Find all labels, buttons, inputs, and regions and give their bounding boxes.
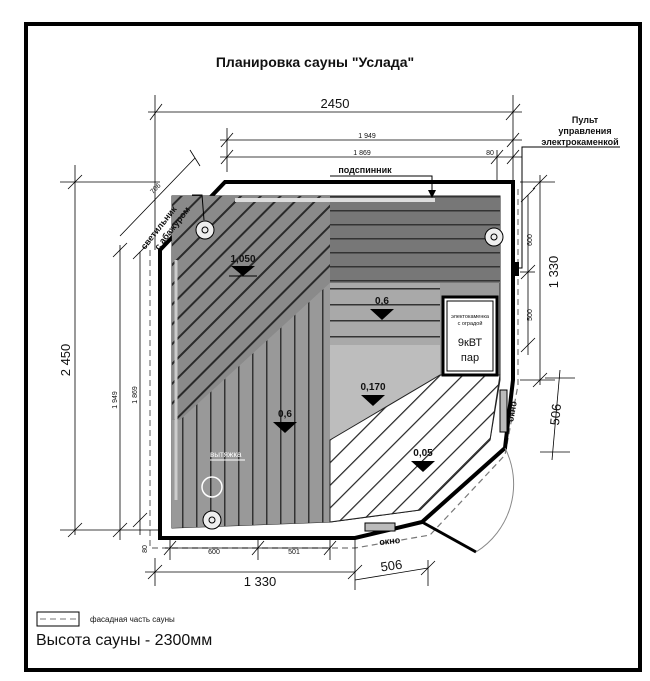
lower-platform bbox=[329, 374, 501, 523]
exhaust-label: вытяжка bbox=[210, 450, 242, 459]
middle-step bbox=[330, 345, 440, 440]
legend-facade-label: фасадная часть сауны bbox=[90, 615, 175, 624]
dim-bottom-80: 80 bbox=[142, 545, 149, 553]
frame-border bbox=[24, 22, 642, 672]
dim-top-inner2: 1 869 bbox=[353, 150, 371, 157]
door bbox=[421, 520, 477, 554]
floor-vertical bbox=[172, 283, 330, 528]
dim-left-inner2: 1 869 bbox=[132, 386, 139, 404]
svg-text:1,050: 1,050 bbox=[230, 254, 255, 265]
heater-caption-1: электокаменка bbox=[451, 314, 490, 320]
lamp-icon bbox=[195, 220, 215, 240]
heater-type: пар bbox=[461, 352, 479, 364]
dim-right-500: 500 bbox=[527, 309, 534, 321]
height-note: Высота сауны - 2300мм bbox=[36, 632, 212, 649]
dim-bottom-501: 501 bbox=[288, 549, 300, 556]
dim-right-600: 600 bbox=[527, 234, 534, 246]
heater-power: 9кВТ bbox=[458, 337, 483, 349]
heater-caption-2: с оградой bbox=[458, 320, 483, 327]
level-mark: 0,170 bbox=[360, 382, 386, 406]
window-right-label: окно bbox=[505, 400, 519, 423]
svg-text:0,170: 0,170 bbox=[360, 382, 385, 393]
level-mark: 0,6 bbox=[370, 296, 394, 320]
window-bottom bbox=[364, 522, 396, 532]
control-panel-label-1: Пульт bbox=[572, 115, 599, 125]
window-bottom-label: окно bbox=[379, 535, 401, 547]
control-panel-label-3: электрокаменкой bbox=[541, 137, 618, 147]
dim-left-total: 2 450 bbox=[58, 344, 73, 377]
level-mark: 1,050 bbox=[229, 254, 257, 277]
dim-bottom-total: 1 330 bbox=[244, 574, 277, 589]
exhaust-icon bbox=[201, 476, 223, 498]
page-title: Планировка сауны "Услада" bbox=[216, 54, 414, 70]
lamp-icon bbox=[484, 227, 504, 247]
backrest-label: подспинник bbox=[338, 165, 392, 175]
level-mark: 0,05 bbox=[411, 448, 435, 472]
window-right bbox=[499, 389, 508, 433]
dim-bottom-600: 600 bbox=[208, 549, 220, 556]
door-swing bbox=[475, 447, 515, 553]
dim-top-inner: 1 949 bbox=[358, 133, 376, 140]
dim-top-gap: 80 bbox=[486, 150, 494, 157]
svg-text:0,6: 0,6 bbox=[278, 409, 292, 420]
dimension-lines bbox=[60, 95, 575, 590]
svg-text:0,05: 0,05 bbox=[413, 448, 433, 459]
dim-right-506: 506 bbox=[547, 403, 564, 426]
corner-bench bbox=[172, 196, 330, 420]
control-panel-label-2: управления bbox=[558, 126, 611, 136]
dim-left-inner: 1 949 bbox=[112, 391, 119, 409]
dim-top-total: 2450 bbox=[321, 96, 350, 111]
dim-bottom-506: 506 bbox=[380, 557, 404, 575]
control-panel-icon bbox=[513, 262, 519, 276]
legend-swatch bbox=[36, 611, 80, 627]
heater-box bbox=[441, 295, 499, 377]
level-mark: 0,6 bbox=[273, 409, 297, 433]
svg-text:0,6: 0,6 bbox=[375, 296, 389, 307]
lamp-icon bbox=[202, 510, 222, 530]
dim-right-total: 1 330 bbox=[546, 256, 561, 289]
